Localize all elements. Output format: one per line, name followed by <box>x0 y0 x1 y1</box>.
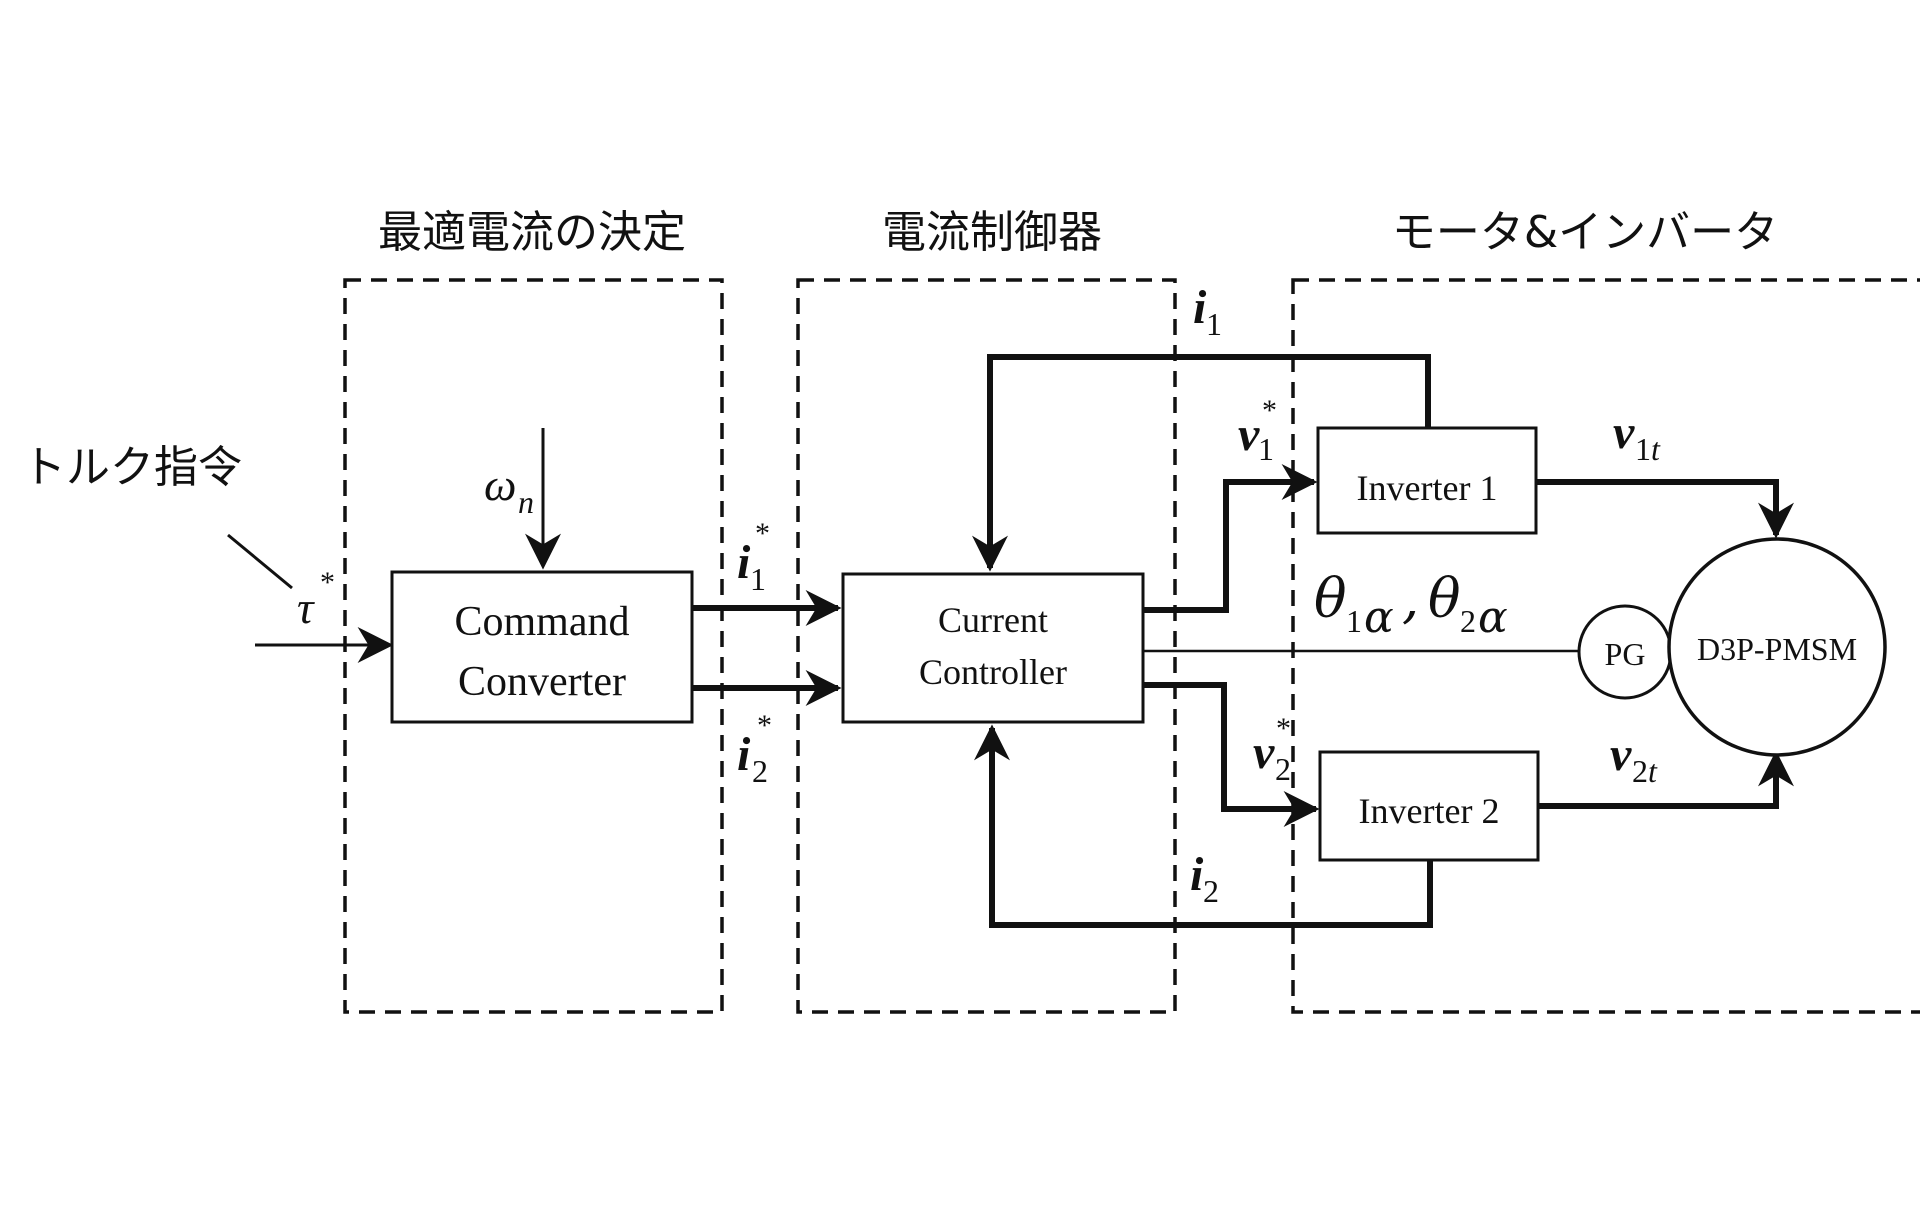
omega-subscript: n <box>518 484 534 520</box>
theta1-symbol: θ <box>1314 567 1347 630</box>
command-converter-label-2: Converter <box>458 659 626 705</box>
theta1-alpha: α <box>1364 592 1394 643</box>
i2-ref-subscript: 2 <box>752 753 768 789</box>
section-title-motor-inverter: モータ&インバータ <box>1392 207 1778 258</box>
tau-symbol: τ <box>297 582 315 633</box>
v1-ref-symbol: v <box>1238 408 1260 461</box>
i1-feedback-symbol: i <box>1193 281 1207 334</box>
v2-ref-symbol: v <box>1253 726 1275 779</box>
pg-label: PG <box>1605 636 1646 672</box>
i1-ref-star: * <box>755 517 770 550</box>
inverter-2-block <box>1318 750 1540 862</box>
i2-ref-star: * <box>757 709 772 742</box>
v2-ref-subscript: 2 <box>1275 751 1291 787</box>
i1-feedback-path <box>972 354 1431 572</box>
v1t-subscript: 1 <box>1635 431 1651 467</box>
v1t-arrow <box>1536 479 1794 539</box>
theta-comma: , <box>1402 567 1419 630</box>
inverter-1-block <box>1316 426 1538 535</box>
command-converter-block <box>390 570 694 724</box>
section-title-optimal-current: 最適電流の決定 <box>378 207 686 258</box>
inverter-1-label: Inverter 1 <box>1357 468 1498 508</box>
v2t-symbol: v <box>1610 728 1632 781</box>
v1-ref-star: * <box>1262 394 1277 427</box>
i1-ref-symbol: i <box>737 536 751 589</box>
frame-current-controller <box>796 278 1177 1014</box>
i1-feedback-subscript: 1 <box>1206 306 1222 342</box>
theta2-subscript: 2 <box>1460 603 1476 639</box>
v1t-symbol: v <box>1613 406 1635 459</box>
omega-symbol: ω <box>484 459 516 510</box>
section-title-current-controller: 電流制御器 <box>882 207 1102 258</box>
motor-label: D3P-PMSM <box>1697 631 1857 667</box>
v2t-subscript-t: t <box>1648 753 1658 789</box>
current-controller-label-2: Controller <box>919 652 1067 692</box>
frame-motor-inverter <box>1291 278 1920 1014</box>
v2-ref-star: * <box>1276 712 1291 745</box>
theta1-subscript: 1 <box>1346 603 1362 639</box>
torque-command-label: トルク指令 <box>22 442 242 493</box>
i2-feedback-path <box>974 724 1433 928</box>
current-controller-block <box>841 572 1145 724</box>
motor-d3p-pmsm <box>1667 537 1887 757</box>
tau-star: * <box>320 566 335 599</box>
v1-ref-arrow <box>1143 464 1318 613</box>
v1-ref-subscript: 1 <box>1258 431 1274 467</box>
inverter-2-label: Inverter 2 <box>1359 791 1500 831</box>
i2-feedback-subscript: 2 <box>1203 873 1219 909</box>
v2t-subscript: 2 <box>1632 753 1648 789</box>
i2-feedback-symbol: i <box>1190 848 1204 901</box>
i1-ref-subscript: 1 <box>750 561 766 597</box>
i2-ref-symbol: i <box>737 728 751 781</box>
theta2-symbol: θ <box>1428 567 1461 630</box>
current-controller-label-1: Current <box>938 600 1048 640</box>
v1t-subscript-t: t <box>1651 431 1661 467</box>
command-converter-label-1: Command <box>455 599 630 645</box>
theta2-alpha: α <box>1478 592 1508 643</box>
v2t-arrow <box>1538 750 1794 809</box>
torque-label-pointer <box>227 533 293 590</box>
v2-ref-arrow <box>1143 682 1320 827</box>
